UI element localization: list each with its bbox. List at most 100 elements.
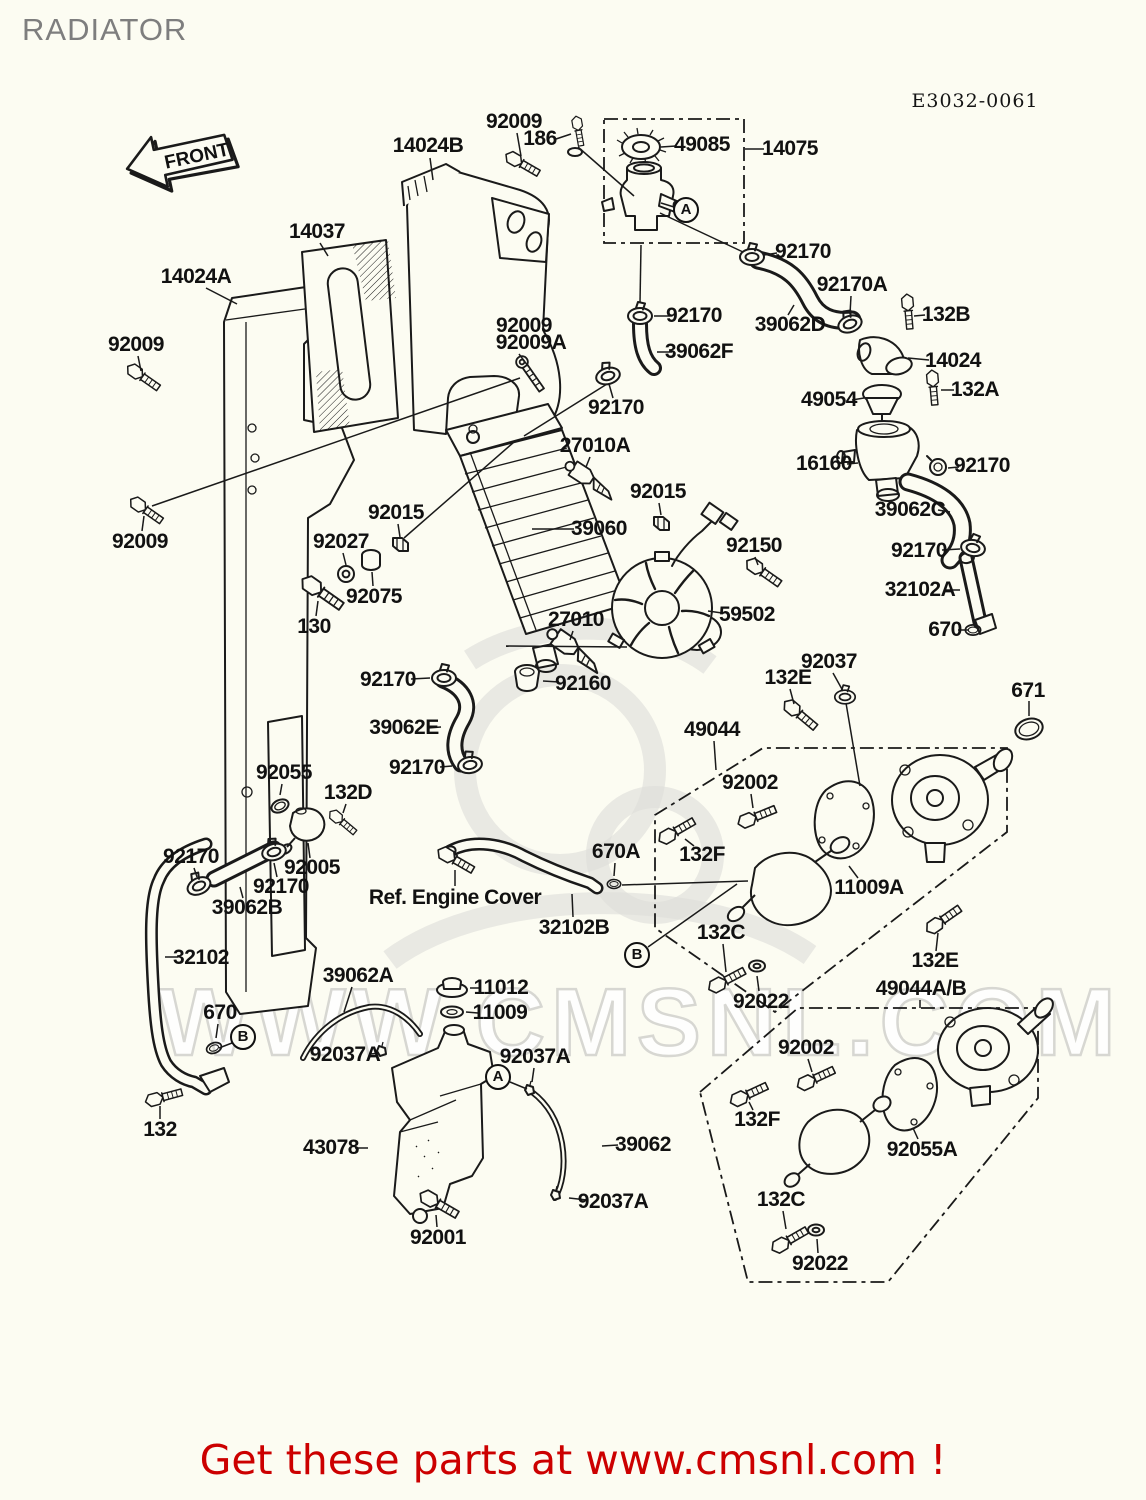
dampers-drawing	[337, 549, 381, 583]
leader-line	[913, 314, 926, 317]
leader-line	[585, 456, 591, 468]
leader-line	[750, 793, 754, 809]
callout-92170: 92170	[360, 668, 416, 691]
callout-49044a-b: 49044A/B	[875, 977, 967, 1000]
callout-92055: 92055	[256, 761, 312, 784]
leader-line	[397, 523, 401, 538]
callout-92009: 92009	[112, 530, 168, 553]
water-pump-upper-49044-drawing	[654, 747, 1014, 1014]
callout-92170: 92170	[775, 240, 831, 263]
leader-line	[427, 726, 442, 729]
callout-11012: 11012	[473, 976, 529, 999]
callout-132c: 132C	[696, 921, 746, 944]
leader-line	[218, 1042, 233, 1049]
callout-670a: 670A	[591, 840, 641, 863]
callout-92022: 92022	[792, 1252, 848, 1275]
leader-line	[647, 883, 738, 948]
callout-132: 132	[143, 1118, 177, 1141]
callout-92075: 92075	[346, 585, 402, 608]
callout-39062e: 39062E	[369, 716, 439, 739]
callout-27010: 27010	[548, 608, 604, 631]
reserve-tank-43078-drawing	[391, 1024, 495, 1224]
callout-39062: 39062	[615, 1133, 671, 1156]
leader-line	[782, 1210, 787, 1230]
callout-92037a: 92037A	[309, 1043, 381, 1066]
leader-line	[315, 600, 319, 617]
callout-14037: 14037	[289, 220, 345, 243]
callout-92037a: 92037A	[499, 1045, 571, 1068]
callout-ref-engine-cover: Ref. Engine Cover	[368, 886, 542, 909]
leader-line	[239, 886, 244, 899]
assembly-marker-b: B	[230, 1024, 256, 1050]
leader-line	[141, 515, 145, 532]
callout-92037a: 92037A	[577, 1190, 649, 1213]
leader-line	[531, 1067, 535, 1083]
leader-line	[465, 1011, 479, 1014]
callout-92015: 92015	[368, 501, 424, 524]
callout-92170: 92170	[253, 875, 309, 898]
callout-92002: 92002	[778, 1036, 834, 1059]
hoses-drawing	[144, 250, 997, 1201]
leader-line	[509, 1081, 528, 1090]
leader-line	[848, 865, 859, 879]
callout-132e: 132E	[764, 666, 812, 689]
leader-line	[205, 287, 238, 305]
callout-39060: 39060	[571, 517, 627, 540]
callout-14024b: 14024B	[392, 134, 464, 157]
leader-line	[273, 862, 278, 878]
callout-32102: 32102	[173, 946, 229, 969]
diagram-code: E3032-0061	[911, 90, 1039, 112]
leader-line	[912, 1127, 919, 1140]
callout-11009a: 11009A	[834, 876, 904, 899]
leader-line	[947, 466, 960, 469]
callout-49054: 49054	[801, 388, 857, 411]
callout-92009: 92009	[496, 314, 552, 337]
leader-line	[807, 1058, 813, 1073]
fan-59502-drawing	[607, 501, 739, 659]
leader-line	[279, 783, 283, 796]
callout-39062b: 39062B	[211, 896, 283, 919]
leader-line	[137, 355, 142, 372]
leader-line	[342, 552, 347, 566]
leader-line	[816, 1238, 819, 1254]
leader-line	[435, 1214, 438, 1228]
callout-132f: 132F	[734, 1108, 780, 1131]
callout-132e: 132E	[911, 949, 959, 972]
footer-promo[interactable]: Get these parts at www.cmsnl.com !	[199, 1436, 947, 1484]
leader-line	[542, 680, 560, 683]
callout-39062c: 39062C	[874, 498, 946, 521]
leader-line	[555, 133, 572, 140]
thermostat-housing-drawing	[836, 336, 947, 502]
callout-92005: 92005	[284, 856, 340, 879]
callout-670: 670	[203, 1001, 237, 1024]
callout-92027: 92027	[313, 530, 369, 553]
orings-drawing	[204, 624, 1044, 1237]
leader-line	[621, 880, 749, 886]
leader-line	[851, 397, 865, 401]
screen-14037-drawing	[301, 239, 399, 433]
leader-line	[370, 1052, 380, 1055]
leader-line	[722, 943, 727, 973]
callout-186: 186	[523, 127, 557, 150]
leader-line	[707, 610, 723, 614]
leader-line	[577, 146, 635, 197]
leader-line	[601, 1144, 619, 1147]
callout-92170: 92170	[891, 539, 947, 562]
callout-92170: 92170	[666, 304, 722, 327]
callout-32102b: 32102B	[538, 916, 610, 939]
callout-92055a: 92055A	[886, 1138, 958, 1161]
callout-59502: 59502	[719, 603, 775, 626]
leader-line	[907, 357, 930, 361]
callout-92009: 92009	[486, 110, 542, 133]
callout-92009: 92009	[108, 333, 164, 356]
callout-92170: 92170	[954, 454, 1010, 477]
callout-130: 130	[297, 615, 331, 638]
leader-line	[342, 803, 347, 814]
callout-32102a: 32102A	[884, 578, 956, 601]
leader-line	[659, 212, 744, 253]
callout-92150: 92150	[726, 534, 782, 557]
